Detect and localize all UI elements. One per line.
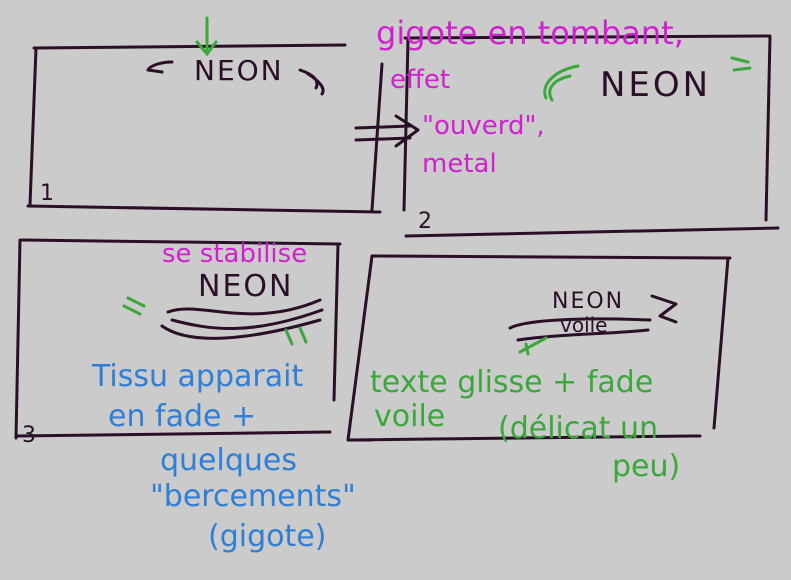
panel-3-frame xyxy=(14,238,342,440)
note-blue-line-1: Tissu apparait xyxy=(91,359,303,394)
panel-4-frame xyxy=(346,254,732,442)
panel-4-veil-shape xyxy=(508,294,678,342)
panel-2-title: NEON xyxy=(600,65,711,105)
panel-1-number: 1 xyxy=(40,181,54,206)
note-top-right-line-3: "ouverd", xyxy=(422,111,545,141)
panel-4-subtitle: voile xyxy=(560,313,608,337)
note-top-right-line-1: gigote en tombant, xyxy=(376,14,684,52)
panel-1-frame xyxy=(26,43,384,214)
note-green-line-3: (délicat un xyxy=(498,411,658,446)
note-top-right-line-2: effet xyxy=(390,65,450,95)
panel-3-title: NEON xyxy=(198,269,293,304)
note-green-line-1: texte glisse + fade xyxy=(370,365,653,400)
panel-1-left-squiggle xyxy=(146,60,174,74)
panel-4-bottom-line xyxy=(348,434,694,442)
panel-3-left-ticks xyxy=(122,296,146,316)
panel-2-number: 2 xyxy=(418,209,432,234)
panel-1-right-squiggle xyxy=(298,68,325,96)
panel-3-fabric-shape xyxy=(160,298,324,340)
note-green-line-4: peu) xyxy=(612,449,680,484)
panel-4-title: NEON xyxy=(552,289,624,314)
panel-2-frame xyxy=(402,34,780,238)
note-blue-line-2: en fade + xyxy=(108,399,256,434)
note-panel-3-label: se stabilise xyxy=(162,239,307,269)
panel-3-right-ticks xyxy=(284,326,308,346)
panel-4-arrow xyxy=(518,336,548,356)
note-blue-line-5: (gigote) xyxy=(208,519,326,554)
note-blue-line-3: quelques xyxy=(160,443,297,478)
note-blue-line-4: "bercements" xyxy=(150,479,356,514)
panel-2-left-swoosh xyxy=(543,64,580,102)
note-green-line-2: voile xyxy=(374,399,445,434)
panel-2-right-swoosh xyxy=(730,56,752,72)
note-top-right-line-4: metal xyxy=(422,149,497,179)
panel-1-title: NEON xyxy=(194,54,284,87)
panel-3-number: 3 xyxy=(22,423,36,448)
panel-1-down-arrow xyxy=(195,16,218,57)
panel-transition-arrow xyxy=(354,114,420,148)
